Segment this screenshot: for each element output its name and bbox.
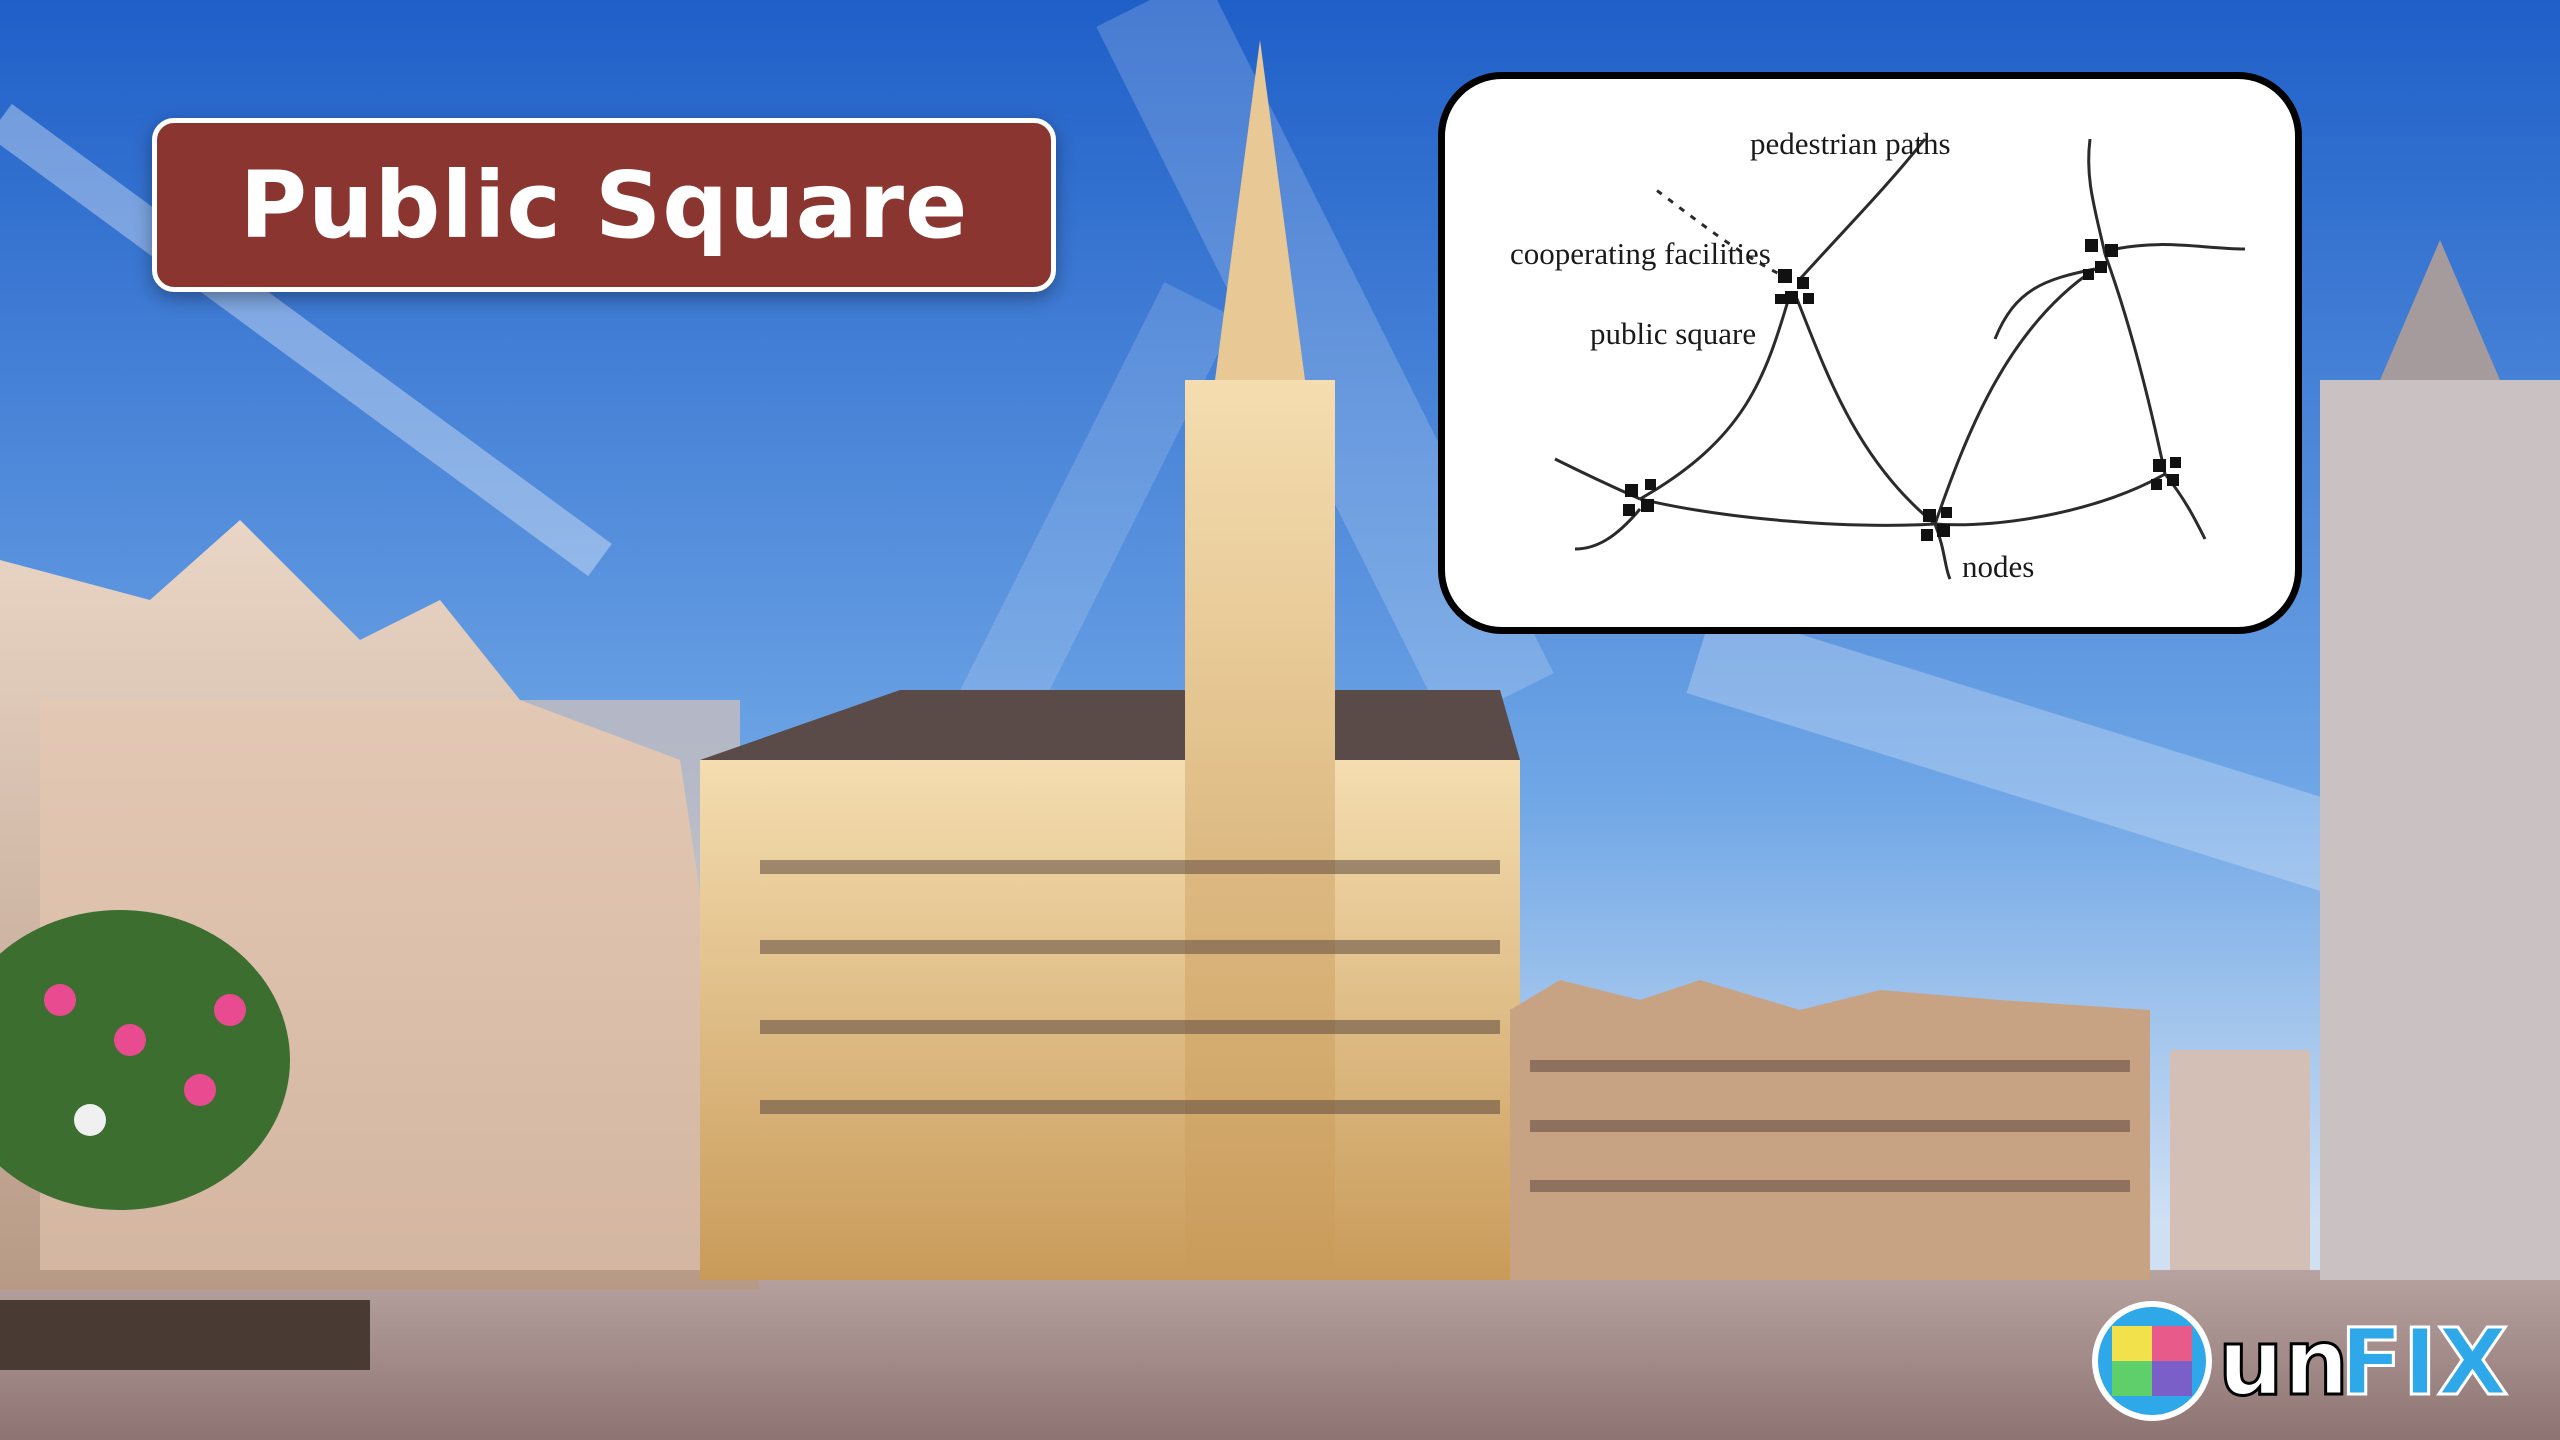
unfix-logo: un FIX xyxy=(2092,1301,2510,1421)
title-badge: Public Square xyxy=(152,118,1056,292)
logo-text-fix: FIX xyxy=(2340,1309,2508,1416)
page-title: Public Square xyxy=(239,151,969,259)
diagram-card: pedestrian paths cooperating facilities … xyxy=(1438,72,2302,634)
logo-text-un: un xyxy=(2218,1309,2349,1416)
label-nodes: nodes xyxy=(1962,549,2034,584)
label-public-square: public square xyxy=(1590,316,1756,351)
label-cooperating-facilities: cooperating facilities xyxy=(1510,236,1771,271)
label-pedestrian-paths: pedestrian paths xyxy=(1750,126,1951,161)
pedestrian-path-lines xyxy=(1554,138,2246,580)
pedestrian-network-diagram: pedestrian paths cooperating facilities … xyxy=(1510,126,2246,584)
node-markers xyxy=(1623,239,2181,541)
